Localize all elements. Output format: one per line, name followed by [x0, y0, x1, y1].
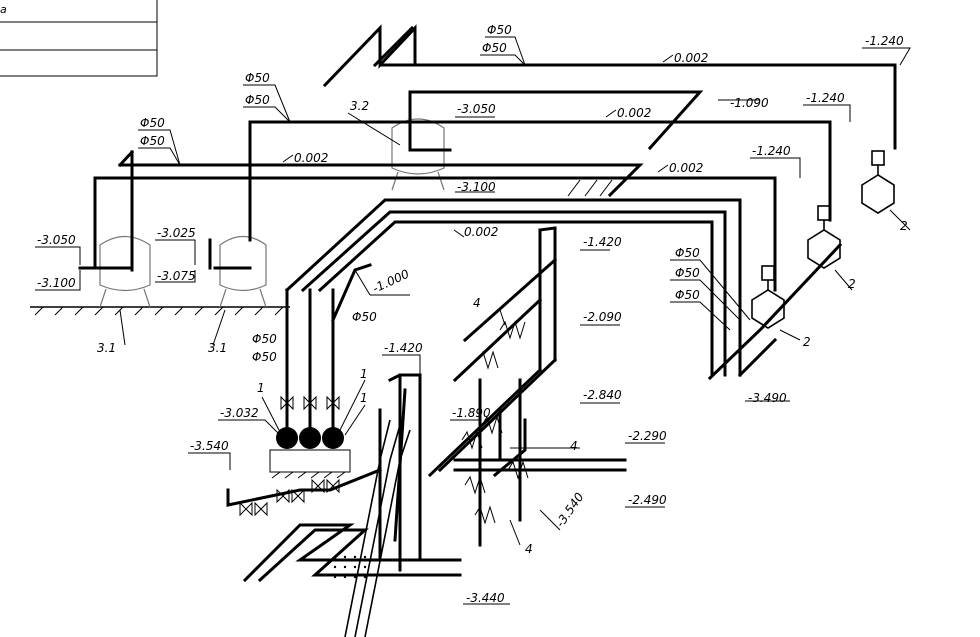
valve-2-icon	[303, 395, 317, 411]
position-label: 4	[525, 542, 533, 556]
level-label: -3.050	[457, 102, 496, 116]
slope-markers	[282, 54, 674, 238]
level-label: -2.290	[628, 429, 667, 443]
diameter-label: Φ50	[252, 350, 277, 364]
level-label: -3.025	[157, 226, 196, 240]
position-label: 3.1	[97, 341, 116, 355]
diameter-label: Φ50	[675, 288, 700, 302]
level-label: -3.050	[37, 233, 76, 247]
pump-2-icon	[299, 427, 321, 449]
diameter-label: Φ50	[140, 116, 165, 130]
valve-1-icon	[280, 395, 294, 411]
compensators	[461, 320, 529, 525]
equipment-2	[751, 150, 895, 329]
diameter-label: Φ50	[487, 23, 512, 37]
diameter-label: Φ50	[245, 93, 270, 107]
diameter-label: Φ50	[675, 246, 700, 260]
slope-label: 0.002	[669, 161, 703, 175]
position-label: 1	[360, 367, 368, 381]
valve-4-icon	[239, 501, 253, 517]
valve-3-icon	[326, 395, 340, 411]
slope-label: 0.002	[674, 51, 708, 65]
leaders	[35, 36, 911, 605]
dotted-area	[333, 555, 367, 579]
diameter-label: Φ50	[482, 41, 507, 55]
diameter-label: Φ50	[140, 134, 165, 148]
valve-6-icon	[276, 488, 290, 504]
valve-7-icon	[291, 488, 305, 504]
slope-label: 0.002	[294, 151, 328, 165]
title-block-text: а	[0, 3, 7, 16]
position-label: 1	[360, 391, 368, 405]
level-label: -3.100	[457, 180, 496, 194]
valve-5-icon	[254, 501, 268, 517]
diameter-label: Φ50	[352, 310, 377, 324]
level-label: -1.890	[452, 406, 491, 420]
level-label: -1.420	[583, 235, 622, 249]
diameter-label: Φ50	[675, 266, 700, 280]
level-label: -1.000	[370, 267, 411, 296]
level-label: -3.032	[220, 406, 259, 420]
title-block: а	[0, 0, 158, 77]
level-label: -3.075	[157, 269, 196, 283]
position-label: 2	[803, 335, 811, 349]
slope-label: 0.002	[464, 225, 498, 239]
valve-9-icon	[326, 478, 340, 494]
ground-line	[30, 306, 290, 316]
level-label: -3.440	[466, 591, 505, 605]
level-label: -2.090	[583, 310, 622, 324]
position-label: 2	[900, 219, 908, 233]
level-label: -1.090	[730, 96, 769, 110]
level-label: -2.840	[583, 388, 622, 402]
level-label: -3.540	[190, 439, 229, 453]
vessel-3-1-right	[219, 235, 267, 308]
position-label: 2	[848, 277, 856, 291]
vessel-3-1-left	[99, 235, 151, 308]
level-label: -1.240	[865, 34, 904, 48]
level-label: -3.100	[37, 276, 76, 290]
level-label: -3.540	[553, 490, 587, 530]
pump-3-icon	[322, 427, 344, 449]
valve-8-icon	[311, 478, 325, 494]
position-label: 1	[257, 381, 265, 395]
level-label: -2.490	[628, 493, 667, 507]
level-label: -1.420	[384, 341, 423, 355]
diameter-label: Φ50	[252, 332, 277, 346]
slope-label: 0.002	[617, 106, 651, 120]
pumps	[239, 395, 351, 517]
apparatus-2c-icon	[861, 174, 895, 214]
level-label: -1.240	[752, 144, 791, 158]
position-label: 4	[570, 439, 578, 453]
diameter-label: Φ50	[245, 71, 270, 85]
position-label: 4	[473, 296, 481, 310]
level-label: -1.240	[806, 91, 845, 105]
pump-1-icon	[276, 427, 298, 449]
position-label: 3.1	[208, 341, 227, 355]
pipework	[78, 24, 897, 637]
level-label: -3.490	[748, 391, 787, 405]
position-label: 3.2	[350, 99, 369, 113]
